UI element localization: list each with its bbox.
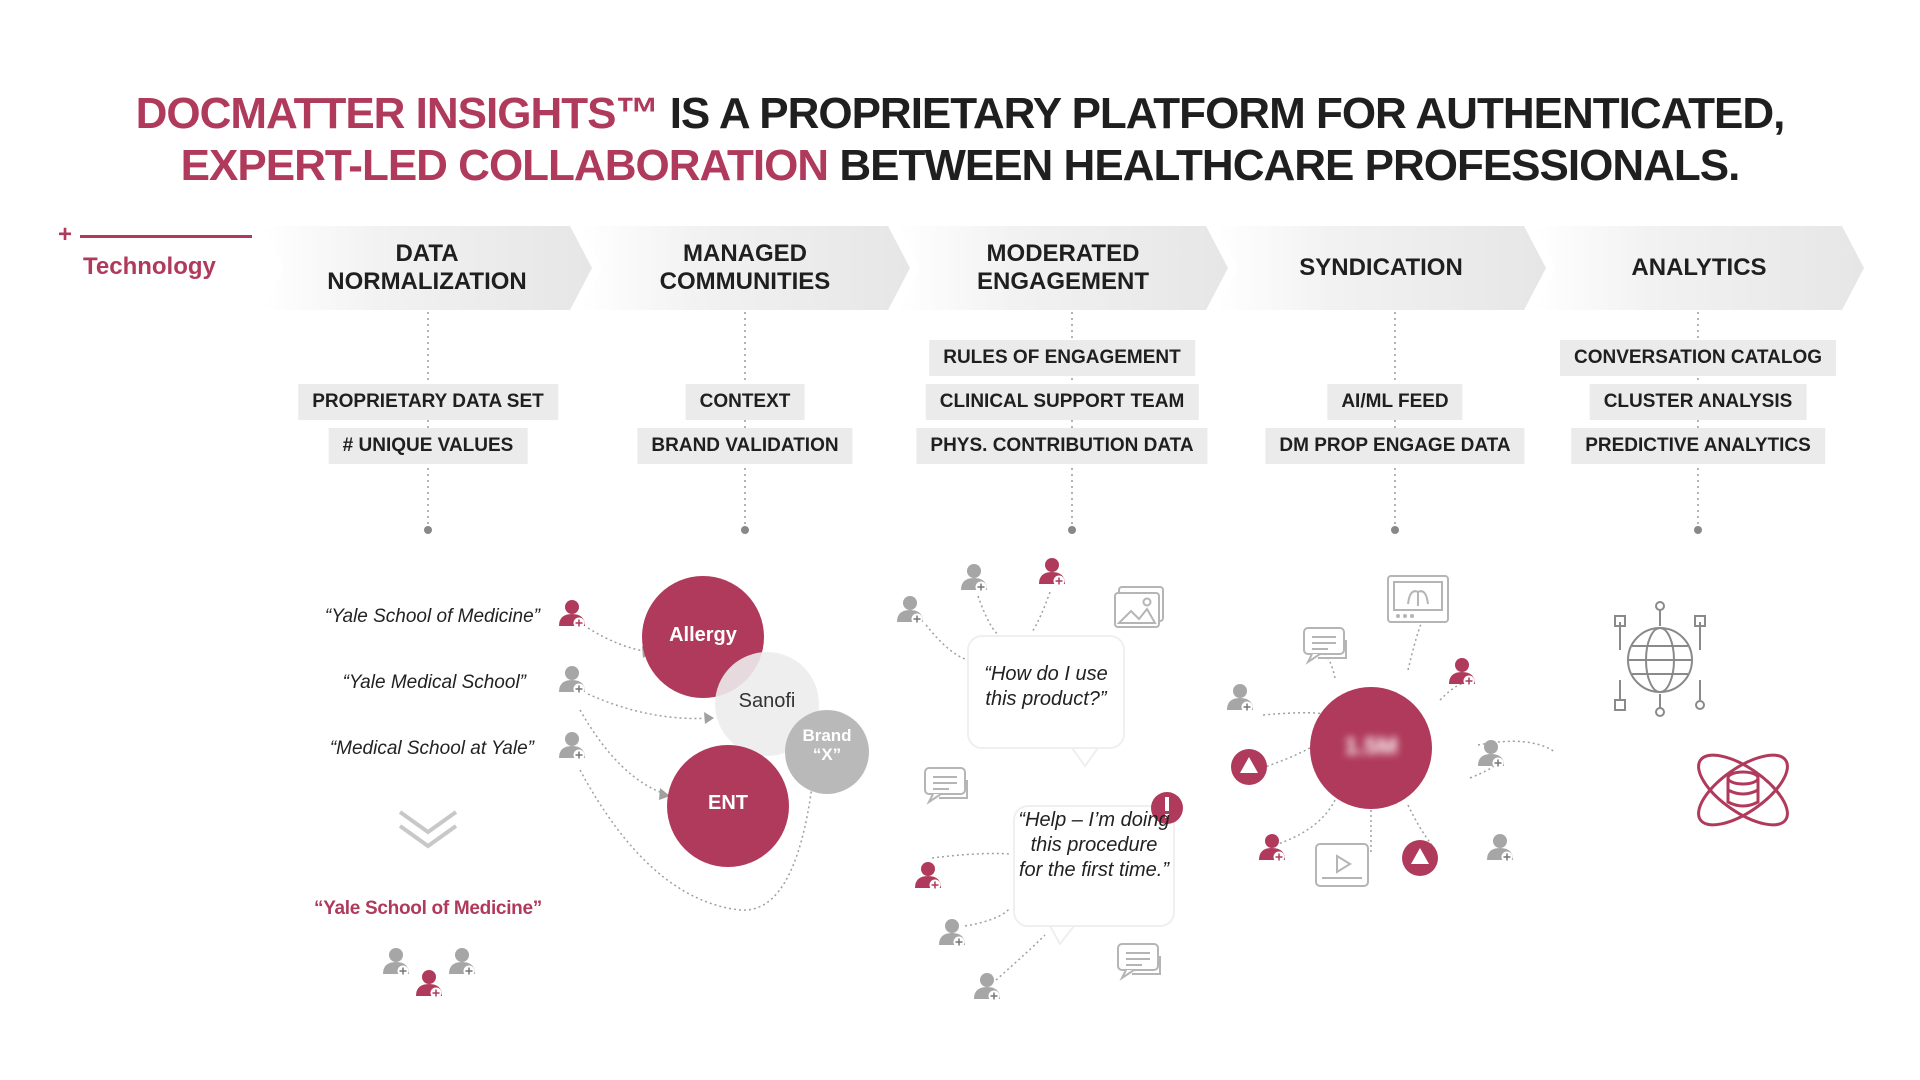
user-icon: [1226, 683, 1254, 714]
question-text-2: “Help – I’m doing this procedure for the…: [1018, 809, 1170, 881]
stage-label: SYNDICATION: [1299, 254, 1463, 281]
user-icon: [960, 563, 988, 594]
user-icon: [973, 972, 1001, 1003]
name-variant: “Yale Medical School”: [342, 672, 526, 693]
stage-label: MODERATED ENGAGEMENT: [976, 240, 1149, 295]
user-icon: [1258, 833, 1286, 864]
plus-icon: +: [58, 221, 73, 248]
title-rest-2: BETWEEN HEALTHCARE PROFESSIONALS.: [828, 141, 1740, 190]
user-icon: [382, 947, 410, 978]
question-text-1: “How do I use this product?”: [984, 663, 1108, 710]
title-accent-1: DOCMATTER INSIGHTS™: [135, 89, 660, 138]
user-icon: [914, 861, 942, 892]
database-atom-icon: [1697, 753, 1789, 827]
analytics-graphics: [1614, 601, 1789, 827]
brand-x-circle: [785, 710, 869, 794]
question-bubble-1: [967, 635, 1125, 749]
pill-unique-values: # UNIQUE VALUES: [328, 428, 528, 464]
chat-icon: [924, 767, 968, 803]
sanofi-label: Sanofi: [738, 690, 796, 712]
pill-conversation-catalog: CONVERSATION CATALOG: [1559, 340, 1837, 376]
question-bubble-2: [1013, 805, 1175, 927]
stage-arrow-moderated-engagement: MODERATED ENGAGEMENT: [898, 226, 1228, 310]
user-icon: [448, 947, 476, 978]
user-icon: [1038, 557, 1066, 588]
normalized-name: “Yale School of Medicine”: [314, 898, 542, 919]
allergy-label: Allergy: [669, 624, 737, 646]
name-variant: “Medical School at Yale”: [329, 738, 534, 759]
pill-context: CONTEXT: [685, 384, 805, 420]
title-rest-1: IS A PROPRIETARY PLATFORM FOR AUTHENTICA…: [658, 89, 1786, 138]
title-line-2: EXPERT-LED COLLABORATION BETWEEN HEALTHC…: [0, 140, 1920, 192]
ent-circle: [667, 745, 789, 867]
pill-proprietary-data-set: PROPRIETARY DATA SET: [298, 384, 558, 420]
title-accent-2: EXPERT-LED COLLABORATION: [180, 141, 829, 190]
pill-ai-ml-feed: AI/ML FEED: [1327, 384, 1463, 420]
user-icon: [415, 969, 443, 1000]
pill-brand-validation: BRAND VALIDATION: [637, 428, 853, 464]
pill-phys-contribution-data: PHYS. CONTRIBUTION DATA: [916, 428, 1208, 464]
user-icon: [938, 918, 966, 949]
user-icon: [896, 595, 924, 626]
stage-arrow-syndication: SYNDICATION: [1216, 226, 1546, 310]
user-icon: [558, 731, 586, 762]
pill-clinical-support-team: CLINICAL SUPPORT TEAM: [925, 384, 1199, 420]
technology-underline: [80, 235, 252, 238]
user-icon: [1448, 657, 1476, 688]
title-line-1: DOCMATTER INSIGHTS™ IS A PROPRIETARY PLA…: [0, 88, 1920, 140]
stage-label: DATA NORMALIZATION: [327, 240, 527, 295]
page-title: DOCMATTER INSIGHTS™ IS A PROPRIETARY PLA…: [0, 88, 1920, 192]
guide-dots: [424, 526, 1702, 534]
chat-icon: [1303, 627, 1347, 663]
stage-label: MANAGED COMMUNITIES: [659, 240, 831, 295]
brand-x-label: Brand “X”: [802, 726, 852, 764]
chevron-down-icon: [398, 810, 458, 849]
syndication-graphics: [1226, 575, 1556, 887]
user-icon: [1486, 833, 1514, 864]
stage-arrow-data-normalization: DATA NORMALIZATION: [262, 226, 592, 310]
monitor-icon: [1387, 575, 1449, 623]
pill-predictive-analytics: PREDICTIVE ANALYTICS: [1571, 428, 1825, 464]
user-icon: [558, 665, 586, 696]
name-variant: “Yale School of Medicine”: [324, 606, 540, 627]
syndication-center-value: 1.5M: [1344, 733, 1398, 760]
user-icon: [1477, 739, 1505, 770]
video-icon: [1315, 843, 1369, 887]
ent-label: ENT: [708, 792, 748, 814]
stage-arrow-analytics: ANALYTICS: [1534, 226, 1864, 310]
image-icon: [1114, 586, 1164, 628]
pill-cluster-analysis: CLUSTER ANALYSIS: [1589, 384, 1807, 420]
pill-rules-of-engagement: RULES OF ENGAGEMENT: [929, 340, 1195, 376]
stage-label: ANALYTICS: [1631, 254, 1767, 281]
stage-arrow-managed-communities: MANAGED COMMUNITIES: [580, 226, 910, 310]
chat-icon: [1117, 943, 1161, 979]
globe-network-icon: [1614, 601, 1706, 717]
engagement-graphics: [896, 557, 1183, 1003]
technology-label: Technology: [83, 253, 216, 280]
pill-dm-prop-engage-data: DM PROP ENGAGE DATA: [1265, 428, 1525, 464]
technology-tag: + Technology: [58, 221, 258, 280]
user-icon: [558, 599, 586, 630]
normalization-icons: [382, 599, 586, 1000]
syndication-center-circle: [1310, 687, 1432, 809]
